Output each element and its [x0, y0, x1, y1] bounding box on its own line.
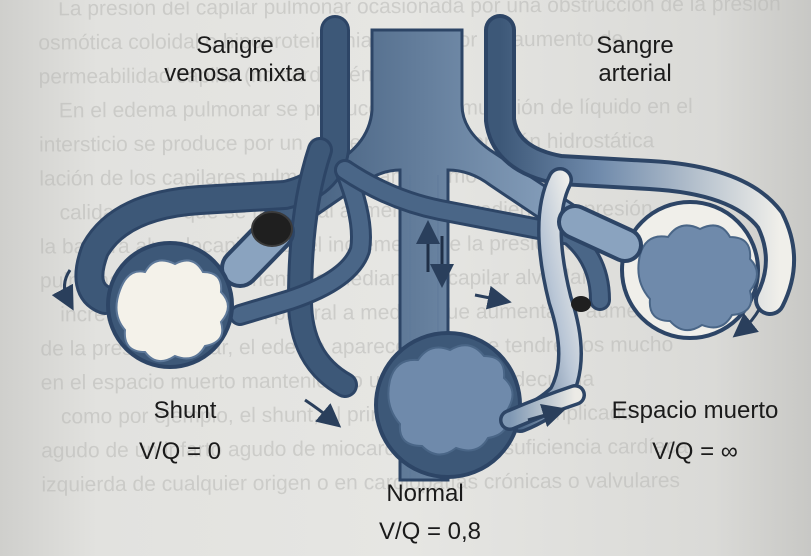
- label-shunt: Shunt: [115, 397, 255, 425]
- curved-arrow-icon: [475, 295, 500, 300]
- label-espacio-muerto-ratio: V/Q = ∞: [620, 438, 770, 466]
- label-shunt-ratio: V/Q = 0: [100, 438, 260, 466]
- curved-arrow-icon: [64, 270, 70, 300]
- curved-arrow-icon: [305, 400, 332, 420]
- label-normal: Normal: [355, 480, 495, 508]
- blood-clot-icon: [252, 212, 292, 246]
- label-espacio-muerto: Espacio muerto: [595, 397, 795, 425]
- label-normal-ratio: V/Q = 0,8: [345, 518, 515, 546]
- alveolus-shunt: [108, 243, 232, 367]
- lbl-arterial-line-1: Sangre: [570, 32, 700, 60]
- alveolus-deadspace: [622, 202, 758, 338]
- lbl-venosa-line-1: Sangre: [135, 32, 335, 60]
- lbl-arterial-line-2: arterial: [570, 60, 700, 88]
- alveolus-deadspace-inner: [638, 225, 757, 330]
- alveolus-normal: [376, 333, 520, 477]
- lbl-venosa-line-2: venosa mixta: [135, 60, 335, 88]
- blood-clot-icon: [571, 296, 591, 312]
